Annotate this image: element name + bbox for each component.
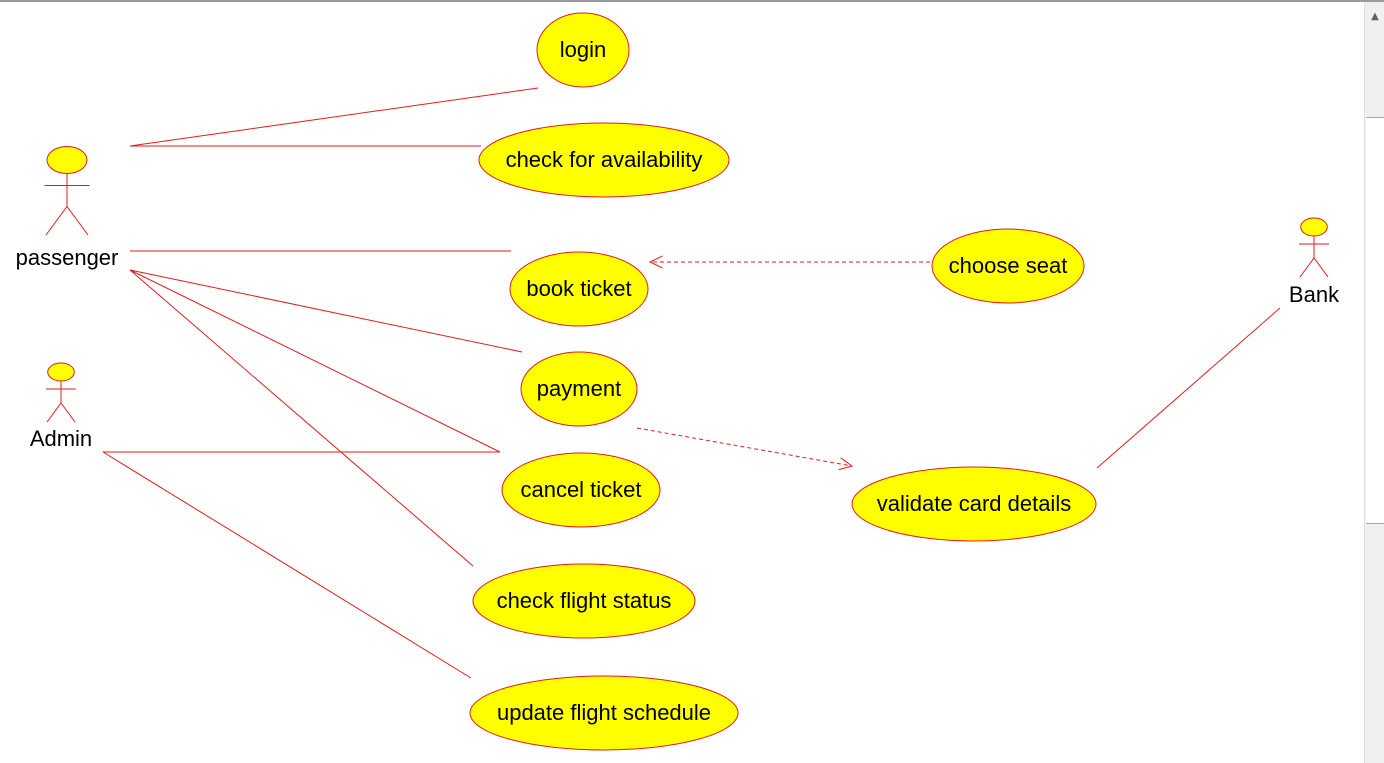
use-case-label: payment	[537, 376, 621, 401]
use-case-label: book ticket	[526, 276, 631, 301]
actor-body	[1299, 236, 1329, 278]
use-case-login[interactable]: login	[536, 12, 630, 88]
actor-body	[46, 381, 76, 423]
association-admin-to-update-flight-schedule	[102, 451, 472, 679]
use-case-choose-seat[interactable]: choose seat	[931, 228, 1085, 304]
use-case-ellipse[interactable]	[520, 351, 638, 427]
association-passenger-to-payment	[129, 269, 523, 353]
use-case-cancel-ticket[interactable]: cancel ticket	[501, 452, 661, 528]
association-passenger-to-cancel-ticket	[129, 269, 501, 453]
use-case-label: validate card details	[877, 491, 1071, 516]
arrowhead-choose-seat-to-book-ticket-icon	[648, 255, 663, 269]
use-case-validate-card[interactable]: validate card details	[851, 466, 1097, 542]
scrollbar-thumb[interactable]	[1366, 117, 1384, 524]
use-case-ellipse[interactable]	[472, 563, 696, 639]
arrowhead-payment-to-validate-card-icon	[838, 457, 854, 471]
use-case-payment[interactable]: payment	[520, 351, 638, 427]
use-case-update-flight-schedule[interactable]: update flight schedule	[469, 675, 739, 751]
actor-label: passenger	[16, 245, 119, 270]
use-case-label: check flight status	[497, 588, 672, 613]
use-case-book-ticket[interactable]: book ticket	[509, 251, 649, 327]
actor-icon	[47, 362, 75, 382]
use-case-ellipse[interactable]	[851, 466, 1097, 542]
use-case-label: choose seat	[949, 253, 1068, 278]
actor-label: Bank	[1289, 282, 1340, 307]
use-case-check-availability[interactable]: check for availability	[478, 122, 730, 198]
use-case-label: update flight schedule	[497, 700, 711, 725]
use-case-ellipse[interactable]	[501, 452, 661, 528]
actor-passenger[interactable]: passenger	[16, 146, 119, 271]
dependency-payment-to-validate-card	[636, 427, 853, 467]
use-case-ellipse[interactable]	[509, 251, 649, 327]
use-case-label: check for availability	[506, 147, 703, 172]
window-top-border	[0, 0, 1384, 2]
actor-icon	[1300, 217, 1328, 237]
scroll-up-arrow-icon[interactable]: ▲	[1371, 10, 1379, 22]
actor-body	[44, 173, 90, 236]
use-case-label: cancel ticket	[520, 477, 641, 502]
association-passenger-to-login	[129, 87, 539, 147]
use-case-ellipse[interactable]	[536, 12, 630, 88]
association-passenger-to-check-flight-status	[129, 269, 474, 567]
use-case-ellipse[interactable]	[478, 122, 730, 198]
actor-label: Admin	[30, 426, 92, 451]
actor-admin[interactable]: Admin	[30, 362, 92, 451]
association-bank-to-validate-card	[1096, 307, 1281, 469]
use-case-label: login	[560, 37, 606, 62]
actor-icon	[46, 146, 88, 174]
use-case-ellipse[interactable]	[931, 228, 1085, 304]
use-case-check-flight-status[interactable]: check flight status	[472, 563, 696, 639]
vertical-scrollbar[interactable]: ▲	[1364, 2, 1384, 763]
use-case-ellipse[interactable]	[469, 675, 739, 751]
actor-bank[interactable]: Bank	[1289, 217, 1340, 307]
